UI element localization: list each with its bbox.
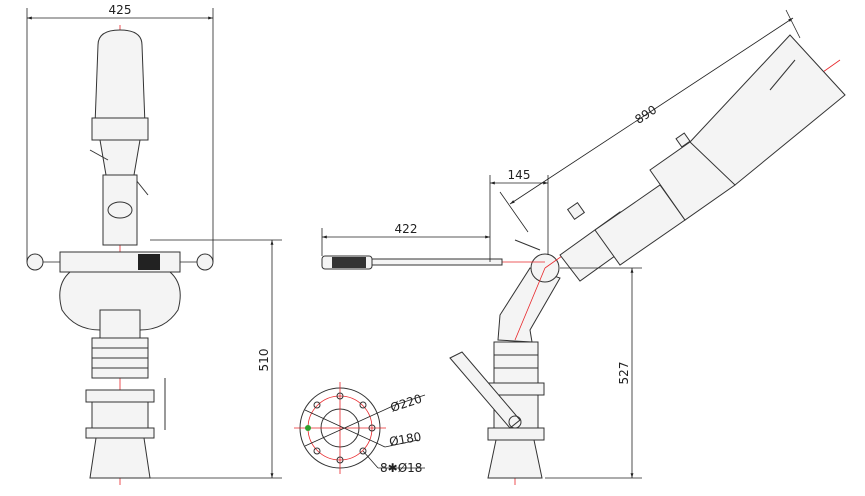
dimension-front-height: 510	[150, 239, 282, 479]
dim-145: 145	[508, 168, 531, 182]
dimension-side-height: 527	[545, 267, 642, 479]
dim-425: 425	[109, 3, 132, 17]
dim-510: 510	[257, 349, 271, 372]
front-view	[26, 25, 214, 485]
flange-bolt-holes: 8✱Ø18	[380, 461, 422, 475]
side-view	[321, 34, 846, 485]
dimension-handle-length: 422	[321, 175, 491, 262]
dim-527: 527	[617, 362, 631, 385]
dimension-front-width: 425	[26, 3, 214, 262]
flange-outer-diameter: Ø220	[389, 392, 424, 415]
flange-bolt-circle: Ø180	[388, 430, 422, 449]
dim-890: 890	[632, 103, 659, 127]
dim-422: 422	[395, 222, 418, 236]
flange-view: Ø220 Ø180 8✱Ø18	[294, 382, 426, 475]
